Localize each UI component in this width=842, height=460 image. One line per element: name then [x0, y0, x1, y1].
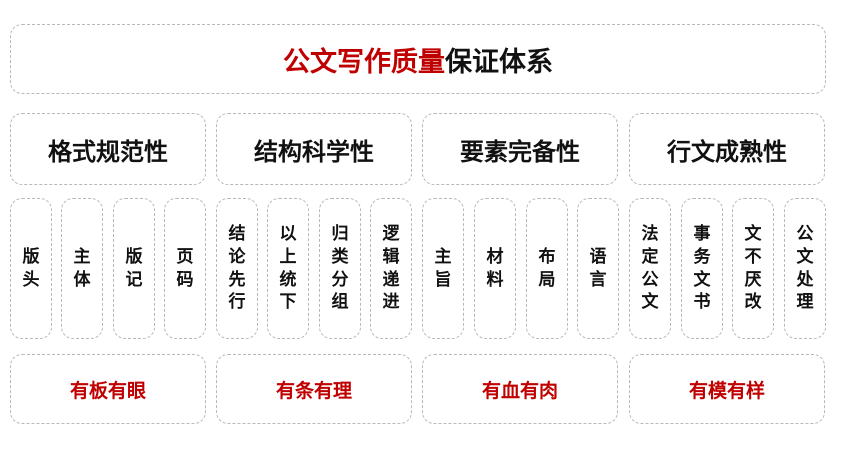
item-box: 归类分组 — [319, 198, 361, 339]
item-box: 布局 — [526, 198, 568, 339]
item-label: 版记 — [125, 246, 143, 290]
title-rest: 保证体系 — [445, 46, 553, 78]
item-box: 材料 — [474, 198, 516, 339]
item-label: 结论先行 — [228, 223, 246, 313]
category-box: 格式规范性 — [10, 113, 206, 185]
item-label: 事务文书 — [693, 223, 711, 313]
item-label: 归类分组 — [331, 223, 349, 313]
item-box: 以上统下 — [267, 198, 309, 339]
item-box: 法定公文 — [629, 198, 671, 339]
item-box: 语言 — [577, 198, 619, 339]
item-label: 版头 — [22, 246, 40, 290]
category-box: 行文成熟性 — [629, 113, 825, 185]
motto-box: 有条有理 — [216, 354, 412, 424]
item-label: 页码 — [176, 246, 194, 290]
item-box: 版头 — [10, 198, 52, 339]
item-label: 主体 — [73, 246, 91, 290]
item-box: 事务文书 — [681, 198, 723, 339]
item-label: 法定公文 — [641, 223, 659, 313]
item-box: 主旨 — [422, 198, 464, 339]
item-label: 布局 — [538, 246, 556, 290]
item-label: 材料 — [486, 246, 504, 290]
item-label: 逻辑递进 — [382, 223, 400, 313]
item-label: 主旨 — [434, 246, 452, 290]
category-box: 要素完备性 — [422, 113, 618, 185]
item-box: 结论先行 — [216, 198, 258, 339]
item-box: 文不厌改 — [732, 198, 774, 339]
motto-box: 有板有眼 — [10, 354, 206, 424]
title-box: 公文写作质量保证体系 — [10, 24, 826, 94]
item-label: 以上统下 — [279, 223, 297, 313]
title-highlight: 公文写作质量 — [283, 46, 445, 78]
item-box: 公文处理 — [784, 198, 826, 339]
item-box: 逻辑递进 — [370, 198, 412, 339]
item-label: 文不厌改 — [744, 223, 762, 313]
category-box: 结构科学性 — [216, 113, 412, 185]
item-box: 页码 — [164, 198, 206, 339]
motto-box: 有模有样 — [629, 354, 825, 424]
motto-box: 有血有肉 — [422, 354, 618, 424]
item-box: 版记 — [113, 198, 155, 339]
item-label: 公文处理 — [796, 223, 814, 313]
item-label: 语言 — [589, 246, 607, 290]
item-box: 主体 — [61, 198, 103, 339]
